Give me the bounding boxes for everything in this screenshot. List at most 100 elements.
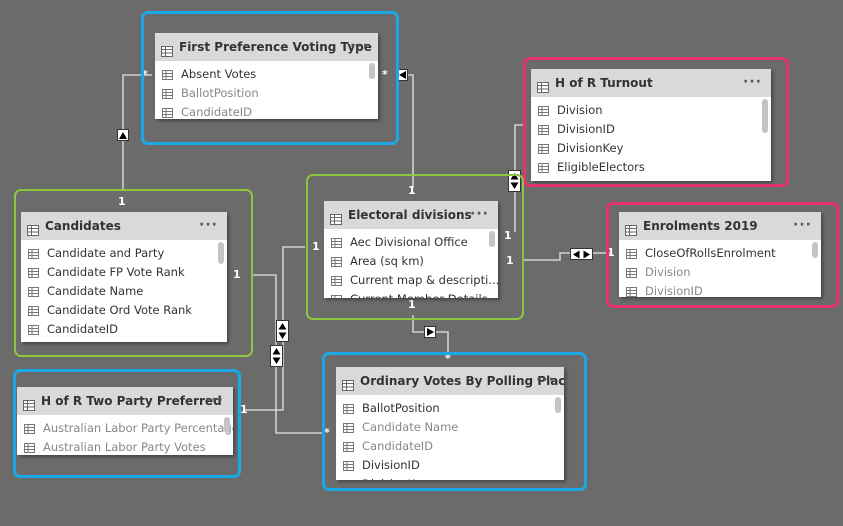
table-header[interactable]: Enrolments 2019··· [619, 212, 821, 240]
filter-direction-both-horizontal-icon[interactable] [570, 248, 593, 260]
field-name: Division [645, 264, 691, 279]
table-header[interactable]: First Preference Voting Type··· [155, 33, 378, 61]
table-card-electoral-divisions[interactable]: Electoral divisions···Aec Divisional Off… [324, 201, 498, 298]
field-row[interactable]: Absent Votes [155, 64, 378, 83]
filter-direction-right-icon[interactable] [424, 326, 436, 338]
resize-grip-icon[interactable] [490, 291, 496, 297]
more-options-icon[interactable]: ··· [536, 372, 555, 388]
field-row[interactable]: DivisionK... [336, 474, 564, 480]
field-row[interactable]: BallotPosition [336, 398, 564, 417]
table-icon [330, 210, 342, 225]
field-row[interactable]: CloseOfRollsEnrolment [619, 243, 821, 262]
scrollbar-thumb[interactable] [555, 397, 561, 413]
field-icon [626, 286, 637, 297]
field-name: Candidate Name [47, 283, 144, 298]
table-header[interactable]: H of R Two Party Preferred··· [17, 387, 233, 415]
more-options-icon[interactable]: ··· [470, 206, 489, 222]
field-name: Candidate and Party [47, 245, 165, 260]
field-icon [331, 237, 342, 248]
table-icon [342, 376, 354, 391]
field-row[interactable]: DivisionID [336, 455, 564, 474]
field-row[interactable]: DivisionID [619, 281, 821, 297]
scrollbar-thumb[interactable] [489, 231, 495, 247]
field-row[interactable]: Division [619, 262, 821, 281]
field-row[interactable]: Candidate FP Vote Rank [21, 262, 227, 281]
field-row[interactable]: Division [531, 100, 771, 119]
field-name: Australian Labor Party Percentage [43, 420, 233, 435]
table-header[interactable]: Candidates··· [21, 212, 227, 240]
field-name: DivisionID [362, 457, 420, 472]
field-name: Current map & descripti... [350, 272, 498, 287]
field-row[interactable]: Candidate Name [21, 281, 227, 300]
resize-grip-icon[interactable] [225, 448, 231, 454]
filter-direction-up-icon[interactable] [117, 129, 129, 141]
resize-grip-icon[interactable] [556, 473, 562, 479]
field-row[interactable]: Australian Labor Party Votes [17, 437, 233, 455]
field-row[interactable]: Current Member Details [324, 289, 498, 298]
field-icon [343, 479, 354, 480]
field-row[interactable]: Candidate Ord Vote Rank [21, 300, 227, 319]
table-header[interactable]: Electoral divisions··· [324, 201, 498, 229]
resize-grip-icon[interactable] [370, 112, 376, 118]
field-row[interactable]: CandidateID [155, 102, 378, 119]
scrollbar-thumb[interactable] [218, 242, 224, 264]
field-row[interactable]: Aec Divisional Office [324, 232, 498, 251]
field-name: DivisionID [645, 283, 703, 298]
scrollbar-thumb[interactable] [224, 417, 230, 433]
more-options-icon[interactable]: ··· [743, 74, 762, 90]
scrollbar-thumb[interactable] [762, 99, 768, 133]
field-row[interactable]: DivisionKey [531, 138, 771, 157]
field-name: Current Member Details [350, 292, 488, 299]
table-card-h-of-r-two-party-preferred[interactable]: H of R Two Party Preferred···Australian … [17, 387, 233, 455]
filter-direction-both-vertical-icon-3[interactable] [270, 345, 283, 367]
filter-direction-both-vertical-icon-2[interactable] [276, 320, 289, 342]
more-options-icon[interactable]: ··· [205, 392, 224, 408]
field-row[interactable]: BallotPosition [155, 83, 378, 102]
card-candidates-one-right: 1 [233, 268, 241, 281]
field-row[interactable]: CandidateID [21, 319, 227, 338]
more-options-icon[interactable]: ··· [199, 217, 218, 233]
more-options-icon[interactable]: ··· [793, 217, 812, 233]
field-row[interactable]: Candidate and Party [21, 243, 227, 262]
table-card-first-preference-voting-type[interactable]: First Preference Voting Type···Absent Vo… [155, 33, 378, 119]
field-row[interactable]: Current map & descripti... [324, 270, 498, 289]
field-row[interactable]: Area (sq km) [324, 251, 498, 270]
field-name: CandidateID [181, 104, 253, 119]
table-card-ordinary-votes-by-polling-place[interactable]: Ordinary Votes By Polling Place···Ballot… [336, 367, 564, 480]
field-icon [538, 124, 549, 135]
field-row[interactable]: CandidateID [336, 436, 564, 455]
field-icon [28, 248, 39, 259]
field-name: Australian Labor Party Votes [43, 439, 206, 454]
more-options-icon[interactable]: ··· [350, 38, 369, 54]
card-fpvt-many-left: * [142, 68, 148, 81]
resize-grip-icon[interactable] [763, 174, 769, 180]
field-name: BallotPosition [362, 400, 440, 415]
card-electoral-one-top: 1 [408, 184, 416, 197]
field-row[interactable]: DivisionID [531, 119, 771, 138]
field-row[interactable]: EligibleElectors [531, 157, 771, 176]
card-ordinary-many-left: * [324, 426, 330, 439]
field-row[interactable]: Candidate Name [336, 417, 564, 436]
table-header[interactable]: Ordinary Votes By Polling Place··· [336, 367, 564, 395]
field-icon [343, 441, 354, 452]
highlight-frame-tpp [13, 369, 241, 478]
field-name: Area (sq km) [350, 253, 424, 268]
field-icon [626, 267, 637, 278]
resize-grip-icon[interactable] [813, 290, 819, 296]
field-row[interactable]: Australian Labor Party Percentage [17, 418, 233, 437]
table-header[interactable]: H of R Turnout··· [531, 69, 771, 97]
resize-grip-icon[interactable] [219, 335, 225, 341]
scrollbar-thumb[interactable] [812, 242, 818, 258]
scrollbar-thumb[interactable] [369, 63, 375, 79]
